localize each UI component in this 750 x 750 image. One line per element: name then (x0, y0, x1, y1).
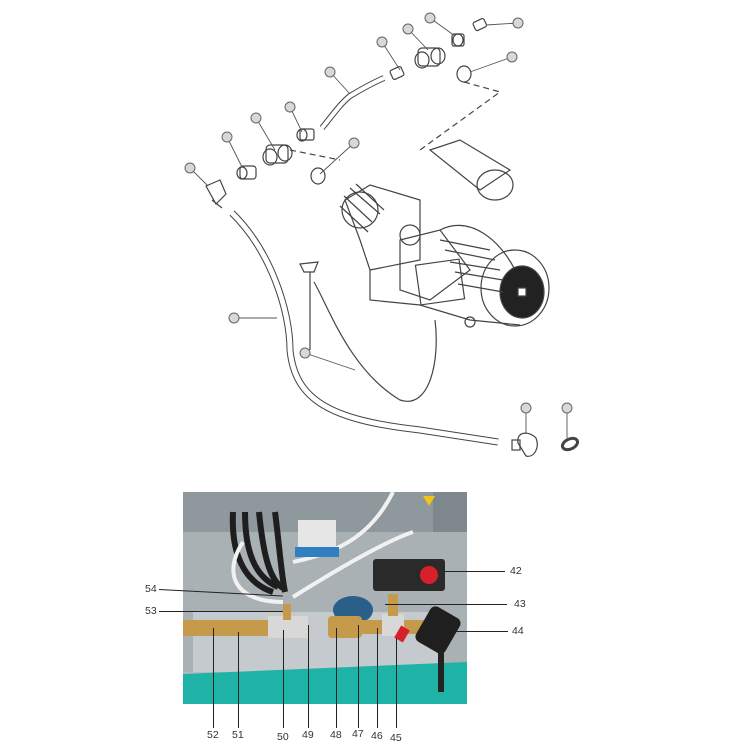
leader-43 (385, 604, 507, 605)
callout-label-50: 50 (277, 731, 289, 743)
leader-46 (377, 628, 378, 728)
callout-label-42: 42 (510, 565, 522, 577)
callout-label-45: 45 (390, 732, 402, 744)
callout-label-51: 51 (232, 729, 244, 741)
leader-50 (283, 630, 284, 728)
callout-label-54: 54 (145, 583, 157, 595)
long-hose (229, 210, 499, 446)
leader-53 (159, 611, 283, 612)
callout-circles (184, 12, 573, 414)
tee-fitting-top (414, 47, 446, 69)
callout-label-48: 48 (330, 729, 342, 741)
plug-top (472, 17, 488, 32)
leader-48 (336, 628, 337, 728)
connector-top (389, 65, 405, 81)
connector-mid (296, 128, 315, 142)
leader-44 (450, 631, 508, 632)
leader-45 (396, 638, 397, 728)
callout-label-47: 47 (352, 728, 364, 740)
compressor-unit (339, 139, 550, 328)
nipple-mid (236, 165, 257, 180)
short-hose (319, 75, 386, 130)
installation-photo (183, 492, 467, 704)
leader-51 (238, 632, 239, 728)
leader-49 (308, 625, 309, 728)
callout-label-49: 49 (302, 729, 314, 741)
leader-47 (358, 625, 359, 728)
callout-label-44: 44 (512, 625, 524, 637)
leader-52 (213, 628, 214, 728)
power-cable (299, 261, 437, 402)
callout-label-52: 52 (207, 729, 219, 741)
nipple-top (451, 33, 465, 47)
hose-nozzle (511, 432, 538, 457)
hose-clamp (560, 436, 580, 452)
exploded-parts-diagram (184, 12, 580, 457)
nut-mid (310, 167, 326, 185)
tee-fitting-mid (262, 144, 293, 166)
nut-top (456, 65, 472, 83)
elbow-fitting (205, 179, 227, 205)
leader-42 (445, 571, 505, 572)
callout-label-43: 43 (514, 598, 526, 610)
callout-label-46: 46 (371, 730, 383, 742)
callout-label-53: 53 (145, 605, 157, 617)
